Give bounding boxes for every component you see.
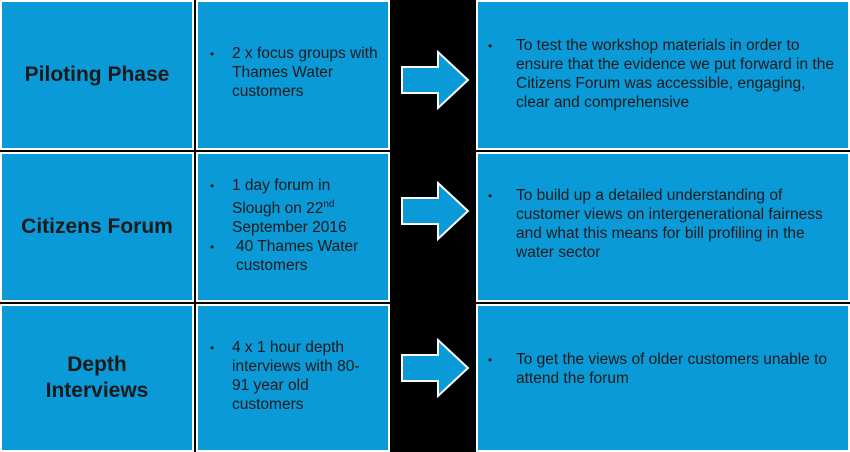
arrow-right-icon bbox=[401, 338, 470, 398]
arrow-right-icon bbox=[401, 50, 470, 110]
phase-label: Citizens Forum bbox=[21, 215, 173, 238]
list-item: • To test the workshop materials in orde… bbox=[488, 37, 834, 111]
bullet-icon: • bbox=[488, 353, 493, 367]
list-item: • 2 x focus groups with Thames Water cus… bbox=[210, 45, 378, 100]
bullet-icon: • bbox=[210, 179, 215, 193]
details-depth-interviews: • 4 x 1 hour depth interviews with 80-91… bbox=[196, 304, 390, 452]
list-item: • 40 Thames Water customers bbox=[210, 238, 359, 275]
list-item: • To get the views of older customers un… bbox=[488, 351, 828, 387]
phase-label: Piloting Phase bbox=[24, 63, 170, 86]
list-item: • To build up a detailed understanding o… bbox=[488, 187, 823, 261]
phase-citizens-forum: Citizens Forum bbox=[0, 152, 194, 302]
bullet-icon: • bbox=[210, 240, 215, 255]
list-item: • 4 x 1 hour depth interviews with 80-91… bbox=[210, 339, 360, 413]
bullet-icon: • bbox=[488, 39, 493, 53]
list-item: • 1 day forum in Slough on 22nd Septembe… bbox=[210, 177, 347, 237]
phase-depth-interviews: Depth Interviews bbox=[0, 304, 194, 452]
bullet-icon: • bbox=[210, 47, 215, 61]
bullet-icon: • bbox=[210, 341, 215, 355]
phase-label: Depth Interviews bbox=[45, 353, 149, 402]
objective-depth-interviews: • To get the views of older customers un… bbox=[476, 304, 850, 452]
objective-citizens-forum: • To build up a detailed understanding o… bbox=[476, 152, 850, 302]
bullet-icon: • bbox=[488, 189, 493, 203]
arrow-right-icon bbox=[401, 181, 470, 241]
objective-piloting: • To test the workshop materials in orde… bbox=[476, 0, 850, 150]
details-citizens-forum: • 1 day forum in Slough on 22nd Septembe… bbox=[196, 152, 390, 302]
phase-piloting: Piloting Phase bbox=[0, 0, 194, 150]
details-piloting: • 2 x focus groups with Thames Water cus… bbox=[196, 0, 390, 150]
